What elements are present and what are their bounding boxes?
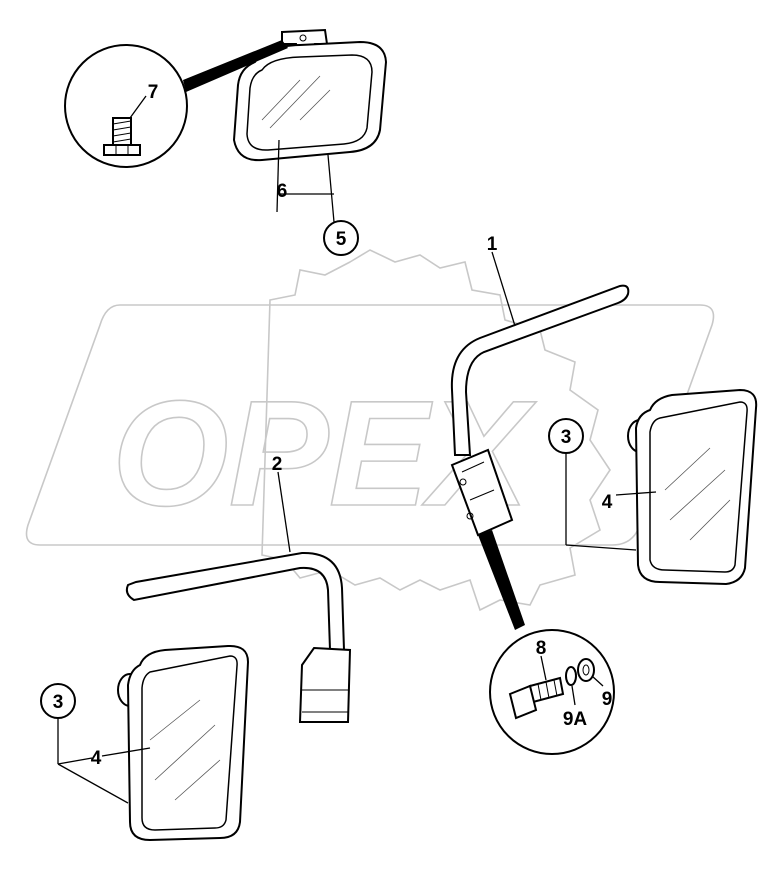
callout-label-1: 1 xyxy=(487,234,498,255)
detail-fasteners xyxy=(489,629,615,755)
mirror-glass xyxy=(246,54,373,151)
callout-3-left: 3 xyxy=(40,683,76,719)
callout-label-9: 9 xyxy=(602,689,613,710)
arm-clamp-1 xyxy=(450,448,514,537)
mirror-glass-left xyxy=(141,655,238,831)
arm-clamp-2 xyxy=(298,646,352,723)
mirror-glass-right xyxy=(649,401,748,573)
mirror-head-right xyxy=(627,388,758,586)
callout-label-8: 8 xyxy=(536,638,547,659)
callout-label-3-right: 3 xyxy=(561,427,572,448)
mirror-arm-1 xyxy=(450,284,630,630)
detail-circle xyxy=(64,44,188,168)
washer-9 xyxy=(577,658,595,682)
callout-label-4-left: 4 xyxy=(91,748,102,769)
callout-3-right: 3 xyxy=(548,418,584,454)
interior-mirror xyxy=(232,28,388,162)
washer-9a xyxy=(565,666,577,686)
mirror-head-left xyxy=(117,644,250,842)
bolt-head xyxy=(103,144,141,156)
callout-label-2: 2 xyxy=(272,454,283,475)
callout-label-9a: 9A xyxy=(563,709,588,730)
callout-circle-5 xyxy=(323,220,359,256)
callout-label-6: 6 xyxy=(277,181,288,202)
mirror-arm-2 xyxy=(125,551,352,723)
bolt-8-head xyxy=(508,684,538,720)
leader-lines xyxy=(57,95,657,804)
detail-leader xyxy=(183,40,288,92)
callout-label-5: 5 xyxy=(336,229,347,250)
detail-bolt-7 xyxy=(64,40,288,168)
callout-label-3-left: 3 xyxy=(53,692,64,713)
callout-5: 5 xyxy=(323,220,359,256)
watermark-badge xyxy=(25,304,715,546)
callout-circle-3-right xyxy=(548,418,584,454)
callout-label-4-right: 4 xyxy=(602,492,613,513)
callout-label-7: 7 xyxy=(148,82,159,103)
arm-tube-2 xyxy=(125,551,346,651)
arm-tube-1 xyxy=(450,284,630,456)
callout-circle-3-left xyxy=(40,683,76,719)
detail-leader-8 xyxy=(478,530,525,630)
